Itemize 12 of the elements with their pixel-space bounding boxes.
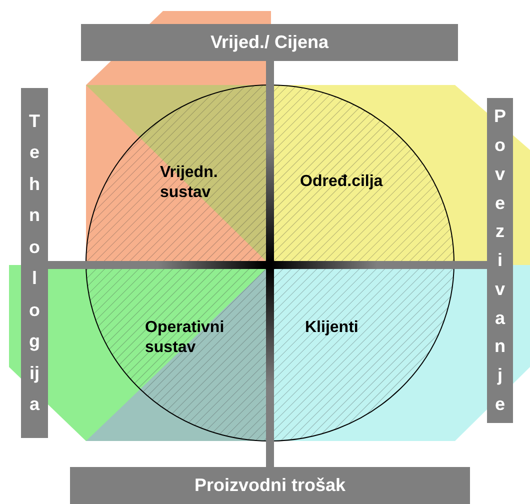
axis-label-bar — [21, 88, 48, 438]
quadrant-label: Određ.cilja — [300, 172, 384, 192]
quadrant-label: Operativni sustav — [145, 318, 226, 358]
axis-label: Vrijed./ Cijena — [210, 32, 329, 53]
axis-label: Povezivanje — [494, 105, 506, 416]
axis-label: Proizvodni trošak — [194, 475, 346, 496]
axis-label: Tehnologija — [28, 110, 41, 416]
axis-label-bar — [70, 467, 470, 504]
axis-label-bar — [81, 24, 458, 61]
quadrant-label: Vrijedn. sustav — [159, 163, 219, 203]
axis-label-bar — [487, 98, 513, 423]
quadrant-label: Klijenti — [305, 318, 360, 338]
